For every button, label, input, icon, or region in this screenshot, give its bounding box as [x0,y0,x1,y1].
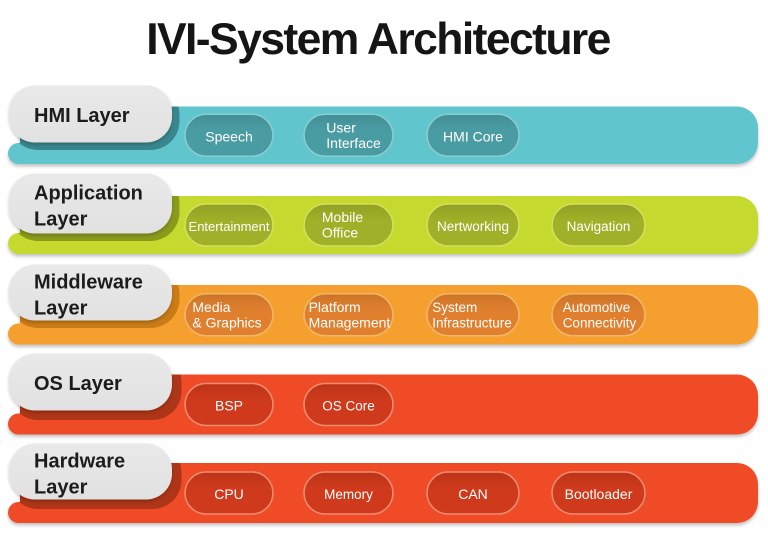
svg-text:Nertworking: Nertworking [437,219,509,234]
svg-text:Layer: Layer [34,209,88,231]
svg-text:Navigation: Navigation [567,219,631,234]
svg-text:Office: Office [322,225,359,241]
svg-text:Infrastructure: Infrastructure [432,315,512,330]
svg-text:Media: Media [192,299,230,315]
svg-text:IVI-System Architecture: IVI-System Architecture [146,15,610,64]
svg-text:& Graphics: & Graphics [192,314,261,330]
svg-text:Speech: Speech [205,128,252,144]
svg-text:CPU: CPU [214,486,244,502]
svg-text:Management: Management [309,314,391,330]
svg-text:Automotive: Automotive [563,300,631,315]
svg-text:Hardware: Hardware [34,451,125,473]
svg-text:Layer: Layer [34,477,88,499]
svg-text:Application: Application [34,183,143,205]
svg-text:Entertainment: Entertainment [189,219,270,234]
svg-text:Connectivity: Connectivity [563,315,637,330]
svg-text:HMI Layer: HMI Layer [34,105,130,127]
svg-text:Middleware: Middleware [34,272,143,294]
svg-text:CAN: CAN [458,486,488,502]
svg-text:Layer: Layer [34,298,88,320]
svg-text:System: System [432,300,477,315]
svg-text:Platform: Platform [309,299,361,315]
svg-text:HMI Core: HMI Core [443,128,503,144]
svg-text:OS Layer: OS Layer [34,373,122,395]
svg-text:Mobile: Mobile [322,209,363,225]
svg-text:OS Core: OS Core [322,399,375,414]
svg-text:Bootloader: Bootloader [565,486,633,502]
svg-text:BSP: BSP [215,398,243,414]
svg-text:Memory: Memory [324,487,373,502]
svg-text:Interface: Interface [326,135,381,151]
svg-text:User: User [326,119,356,135]
